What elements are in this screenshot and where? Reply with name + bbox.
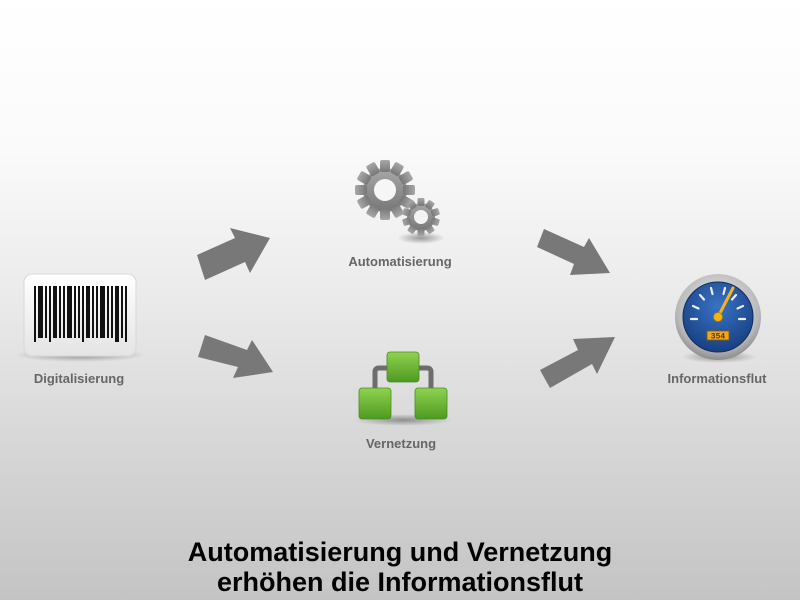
gauge-readout: 354: [711, 333, 726, 342]
node-informationsflut: 354: [673, 273, 763, 363]
label-digitalisierung: Digitalisierung: [33, 371, 125, 386]
gears-icon: [355, 160, 440, 236]
icon-shadow: [397, 232, 445, 244]
arrow-digitalisierung-to-vernetzung: [198, 335, 273, 378]
arrow-automatisierung-to-informationsflut: [537, 229, 610, 275]
label-automatisierung: Automatisierung: [348, 254, 452, 269]
arrow-vernetzung-to-informationsflut: [540, 337, 615, 388]
caption-line-1: Automatisierung und Vernetzung: [187, 537, 613, 567]
caption-line-2: erhöhen die Informationsflut: [216, 567, 583, 597]
arrow-digitalisierung-to-automatisierung: [197, 228, 270, 280]
speedometer-gauge-icon: 354: [675, 274, 761, 360]
node-automatisierung: [355, 160, 450, 245]
label-informationsflut: Informationsflut: [667, 371, 767, 386]
node-digitalisierung: [14, 272, 146, 362]
barcode-icon: [23, 273, 137, 357]
diagram-caption: Automatisierung und Vernetzung erhöhen d…: [0, 537, 800, 597]
network-hierarchy-icon: [358, 351, 448, 420]
label-vernetzung: Vernetzung: [365, 436, 437, 451]
node-vernetzung: [353, 350, 453, 426]
